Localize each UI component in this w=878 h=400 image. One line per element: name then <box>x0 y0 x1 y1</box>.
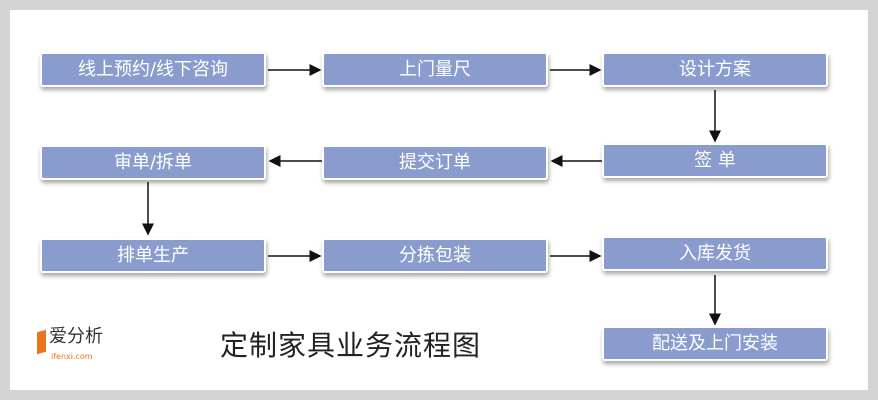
step-submit-order: 提交订单 <box>322 145 548 180</box>
step-measure: 上门量尺 <box>322 52 548 87</box>
logo: 爱分析 ifenxi.com <box>37 326 137 366</box>
step-delivery-install: 配送及上门安装 <box>602 326 828 361</box>
step-production: 排单生产 <box>40 238 266 273</box>
step-design: 设计方案 <box>602 52 828 87</box>
diagram-title: 定制家具业务流程图 <box>220 329 482 362</box>
step-sorting-packing: 分拣包装 <box>322 238 548 273</box>
step-warehouse-ship: 入库发货 <box>602 236 828 271</box>
step-consult: 线上预约/线下咨询 <box>40 52 266 87</box>
step-sign: 签 单 <box>602 143 828 178</box>
logo-name: 爱分析 <box>49 326 103 347</box>
logo-mark-icon <box>37 329 46 355</box>
step-review-split: 审单/拆单 <box>40 145 266 180</box>
logo-url: ifenxi.com <box>51 352 93 361</box>
